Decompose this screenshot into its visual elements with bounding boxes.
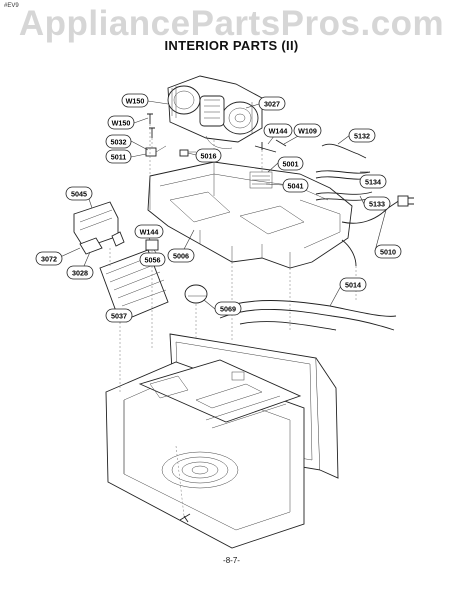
- callout-5037: 5037: [105, 308, 133, 323]
- diagram-title: INTERIOR PARTS (II): [164, 38, 299, 53]
- callout-5041: 5041: [282, 178, 309, 193]
- leader-lines: [57, 100, 387, 316]
- svg-text:W144: W144: [140, 228, 159, 237]
- svg-text:W109: W109: [298, 127, 317, 136]
- svg-text:5132: 5132: [354, 132, 370, 141]
- svg-text:5037: 5037: [111, 312, 127, 321]
- svg-text:5014: 5014: [345, 281, 361, 290]
- fan-motor-assembly: [167, 75, 263, 149]
- small-components: [73, 113, 414, 331]
- callout-5016: 5016: [195, 148, 222, 163]
- callout-w109: W109: [293, 123, 322, 138]
- callout-5056: 5056: [139, 252, 166, 267]
- svg-text:5001: 5001: [283, 160, 299, 169]
- callout-5133: 5133: [363, 196, 391, 211]
- callout-w144-a: W144: [263, 123, 293, 138]
- svg-text:W144: W144: [269, 127, 288, 136]
- svg-text:3028: 3028: [72, 269, 88, 278]
- model-tag: #EV9: [4, 3, 19, 9]
- callout-5132: 5132: [348, 128, 376, 143]
- callout-5006: 5006: [167, 248, 195, 263]
- part-callouts: W150 3027 W150 W144 W109 5132 5032 5011 …: [35, 93, 402, 323]
- callout-5134: 5134: [359, 174, 387, 189]
- svg-text:5069: 5069: [220, 305, 236, 314]
- callout-5069: 5069: [214, 301, 242, 316]
- callout-5014: 5014: [339, 277, 367, 292]
- callout-w150-b: W150: [107, 115, 135, 130]
- svg-text:W150: W150: [112, 119, 131, 128]
- callout-5032: 5032: [105, 134, 132, 149]
- svg-text:5010: 5010: [380, 248, 396, 257]
- svg-text:5134: 5134: [365, 178, 381, 187]
- callout-5011: 5011: [105, 149, 132, 164]
- callout-5045: 5045: [65, 186, 93, 201]
- svg-text:3027: 3027: [264, 100, 280, 109]
- callout-w144-b: W144: [134, 224, 164, 239]
- svg-text:5041: 5041: [288, 182, 304, 191]
- page-number: -8-7-: [223, 556, 240, 565]
- svg-text:5032: 5032: [111, 138, 127, 147]
- callout-5001: 5001: [277, 156, 304, 171]
- callout-3027: 3027: [258, 96, 286, 111]
- svg-text:5006: 5006: [173, 252, 189, 261]
- svg-text:5133: 5133: [369, 200, 385, 209]
- svg-text:3072: 3072: [41, 255, 57, 264]
- callout-w150-a: W150: [121, 93, 149, 108]
- svg-text:5045: 5045: [71, 190, 87, 199]
- svg-text:W150: W150: [126, 97, 145, 106]
- svg-text:5011: 5011: [111, 153, 127, 162]
- watermark: AppliancePartsPros.com: [18, 4, 445, 43]
- svg-text:5016: 5016: [201, 152, 217, 161]
- callout-5010: 5010: [374, 244, 402, 259]
- callout-3028: 3028: [66, 265, 94, 280]
- svg-text:5056: 5056: [145, 256, 161, 265]
- oven-cavity: [105, 333, 339, 549]
- callout-3072: 3072: [35, 251, 63, 266]
